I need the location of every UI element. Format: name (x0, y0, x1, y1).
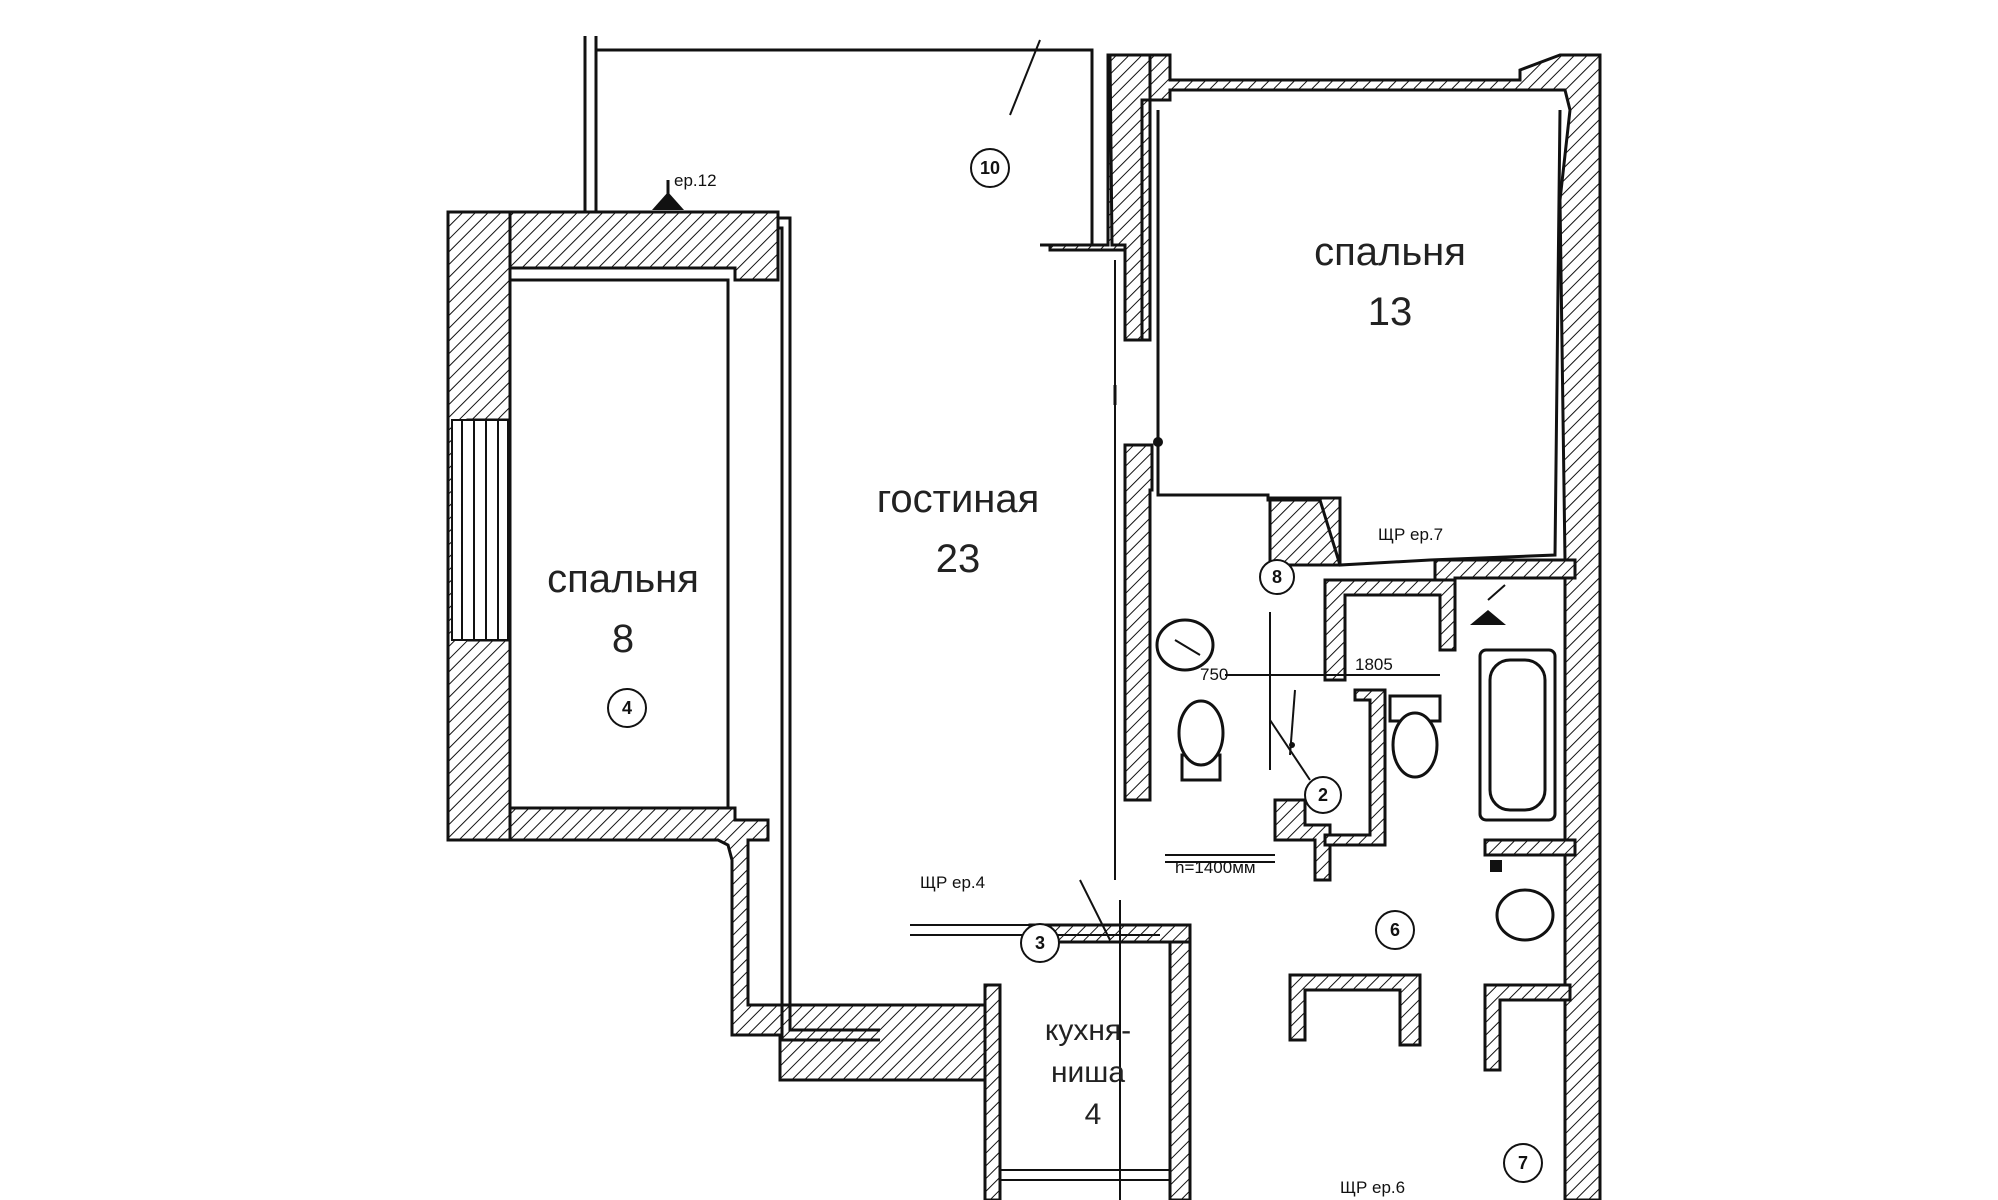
dimension-lines (1165, 612, 1440, 863)
wall-corridor-left (1123, 443, 1154, 802)
wall-corridor-right (1323, 688, 1387, 847)
wall-lower-right (1483, 983, 1572, 1072)
sink-fixture-right (1490, 860, 1555, 942)
radiator-er7-icon (1470, 584, 1506, 625)
wall-wc-mid (1273, 798, 1332, 882)
room-area-kitchen: 4 (1085, 1098, 1102, 1131)
marker-3: 3 (1020, 923, 1060, 963)
wall-bath-right (1433, 558, 1577, 582)
shower-fixture (1269, 689, 1311, 781)
bathtub-fixture (1478, 648, 1557, 822)
annotation-er12: ер.12 (674, 171, 717, 190)
dimension-750: 750 (1200, 665, 1228, 684)
room-name-living: гостиная (877, 477, 1040, 521)
marker-8-label: 8 (1272, 567, 1282, 587)
wall-bedroom-right-top (1048, 53, 1602, 1200)
marker-3-label: 3 (1035, 933, 1045, 953)
annotation-shr-er6: ЩР ер.6 (1340, 1178, 1405, 1197)
outline-bedroom-left (508, 278, 730, 810)
marker-7: 7 (1503, 1143, 1543, 1183)
wall-bath-top (1323, 578, 1457, 682)
marker-6-label: 6 (1390, 920, 1400, 940)
window-left-bedroom (451, 419, 509, 641)
room-area-living: 23 (936, 537, 981, 581)
dimension-1805: 1805 (1355, 655, 1393, 674)
sink-fixture-left (1155, 618, 1215, 672)
room-area-bedroom-left: 8 (612, 617, 634, 661)
annotation-shr-er7: ЩР ер.7 (1378, 525, 1443, 544)
room-name-bedroom-right: спальня (1314, 230, 1466, 274)
marker-6: 6 (1375, 910, 1415, 950)
wall-bedroom-left-outer (448, 210, 1002, 1082)
annotation-h1400: h=1400мм (1175, 858, 1256, 877)
marker-4: 4 (607, 688, 647, 728)
marker-10-label: 10 (980, 158, 1000, 178)
wall-living-right (1108, 53, 1152, 342)
outline-bedroom-right (1153, 109, 1562, 567)
annotation-shr-er4: ЩР ер.4 (920, 873, 985, 892)
radiator-er12-icon (652, 180, 684, 210)
wall-bath-lower (1483, 838, 1577, 857)
marker-10: 10 (970, 148, 1010, 188)
wall-kitchen-right (1168, 923, 1192, 1200)
toilet-fixture-right (1388, 694, 1442, 779)
room-name-kitchen-line2: ниша (1051, 1056, 1125, 1089)
marker-4-label: 4 (622, 698, 632, 718)
outline-living-room (583, 36, 1121, 1200)
marker-7-label: 7 (1518, 1153, 1528, 1173)
wall-kitchen-left (983, 983, 1002, 1200)
marker-2: 2 (1304, 776, 1342, 814)
toilet-fixture-left (1177, 699, 1225, 782)
room-name-kitchen-line1: кухня- (1045, 1014, 1131, 1047)
room-area-bedroom-right: 13 (1368, 290, 1413, 334)
room-name-bedroom-left: спальня (547, 557, 699, 601)
marker-2-label: 2 (1318, 785, 1328, 805)
wall-lower-left (1288, 973, 1422, 1047)
marker-8: 8 (1259, 559, 1295, 595)
